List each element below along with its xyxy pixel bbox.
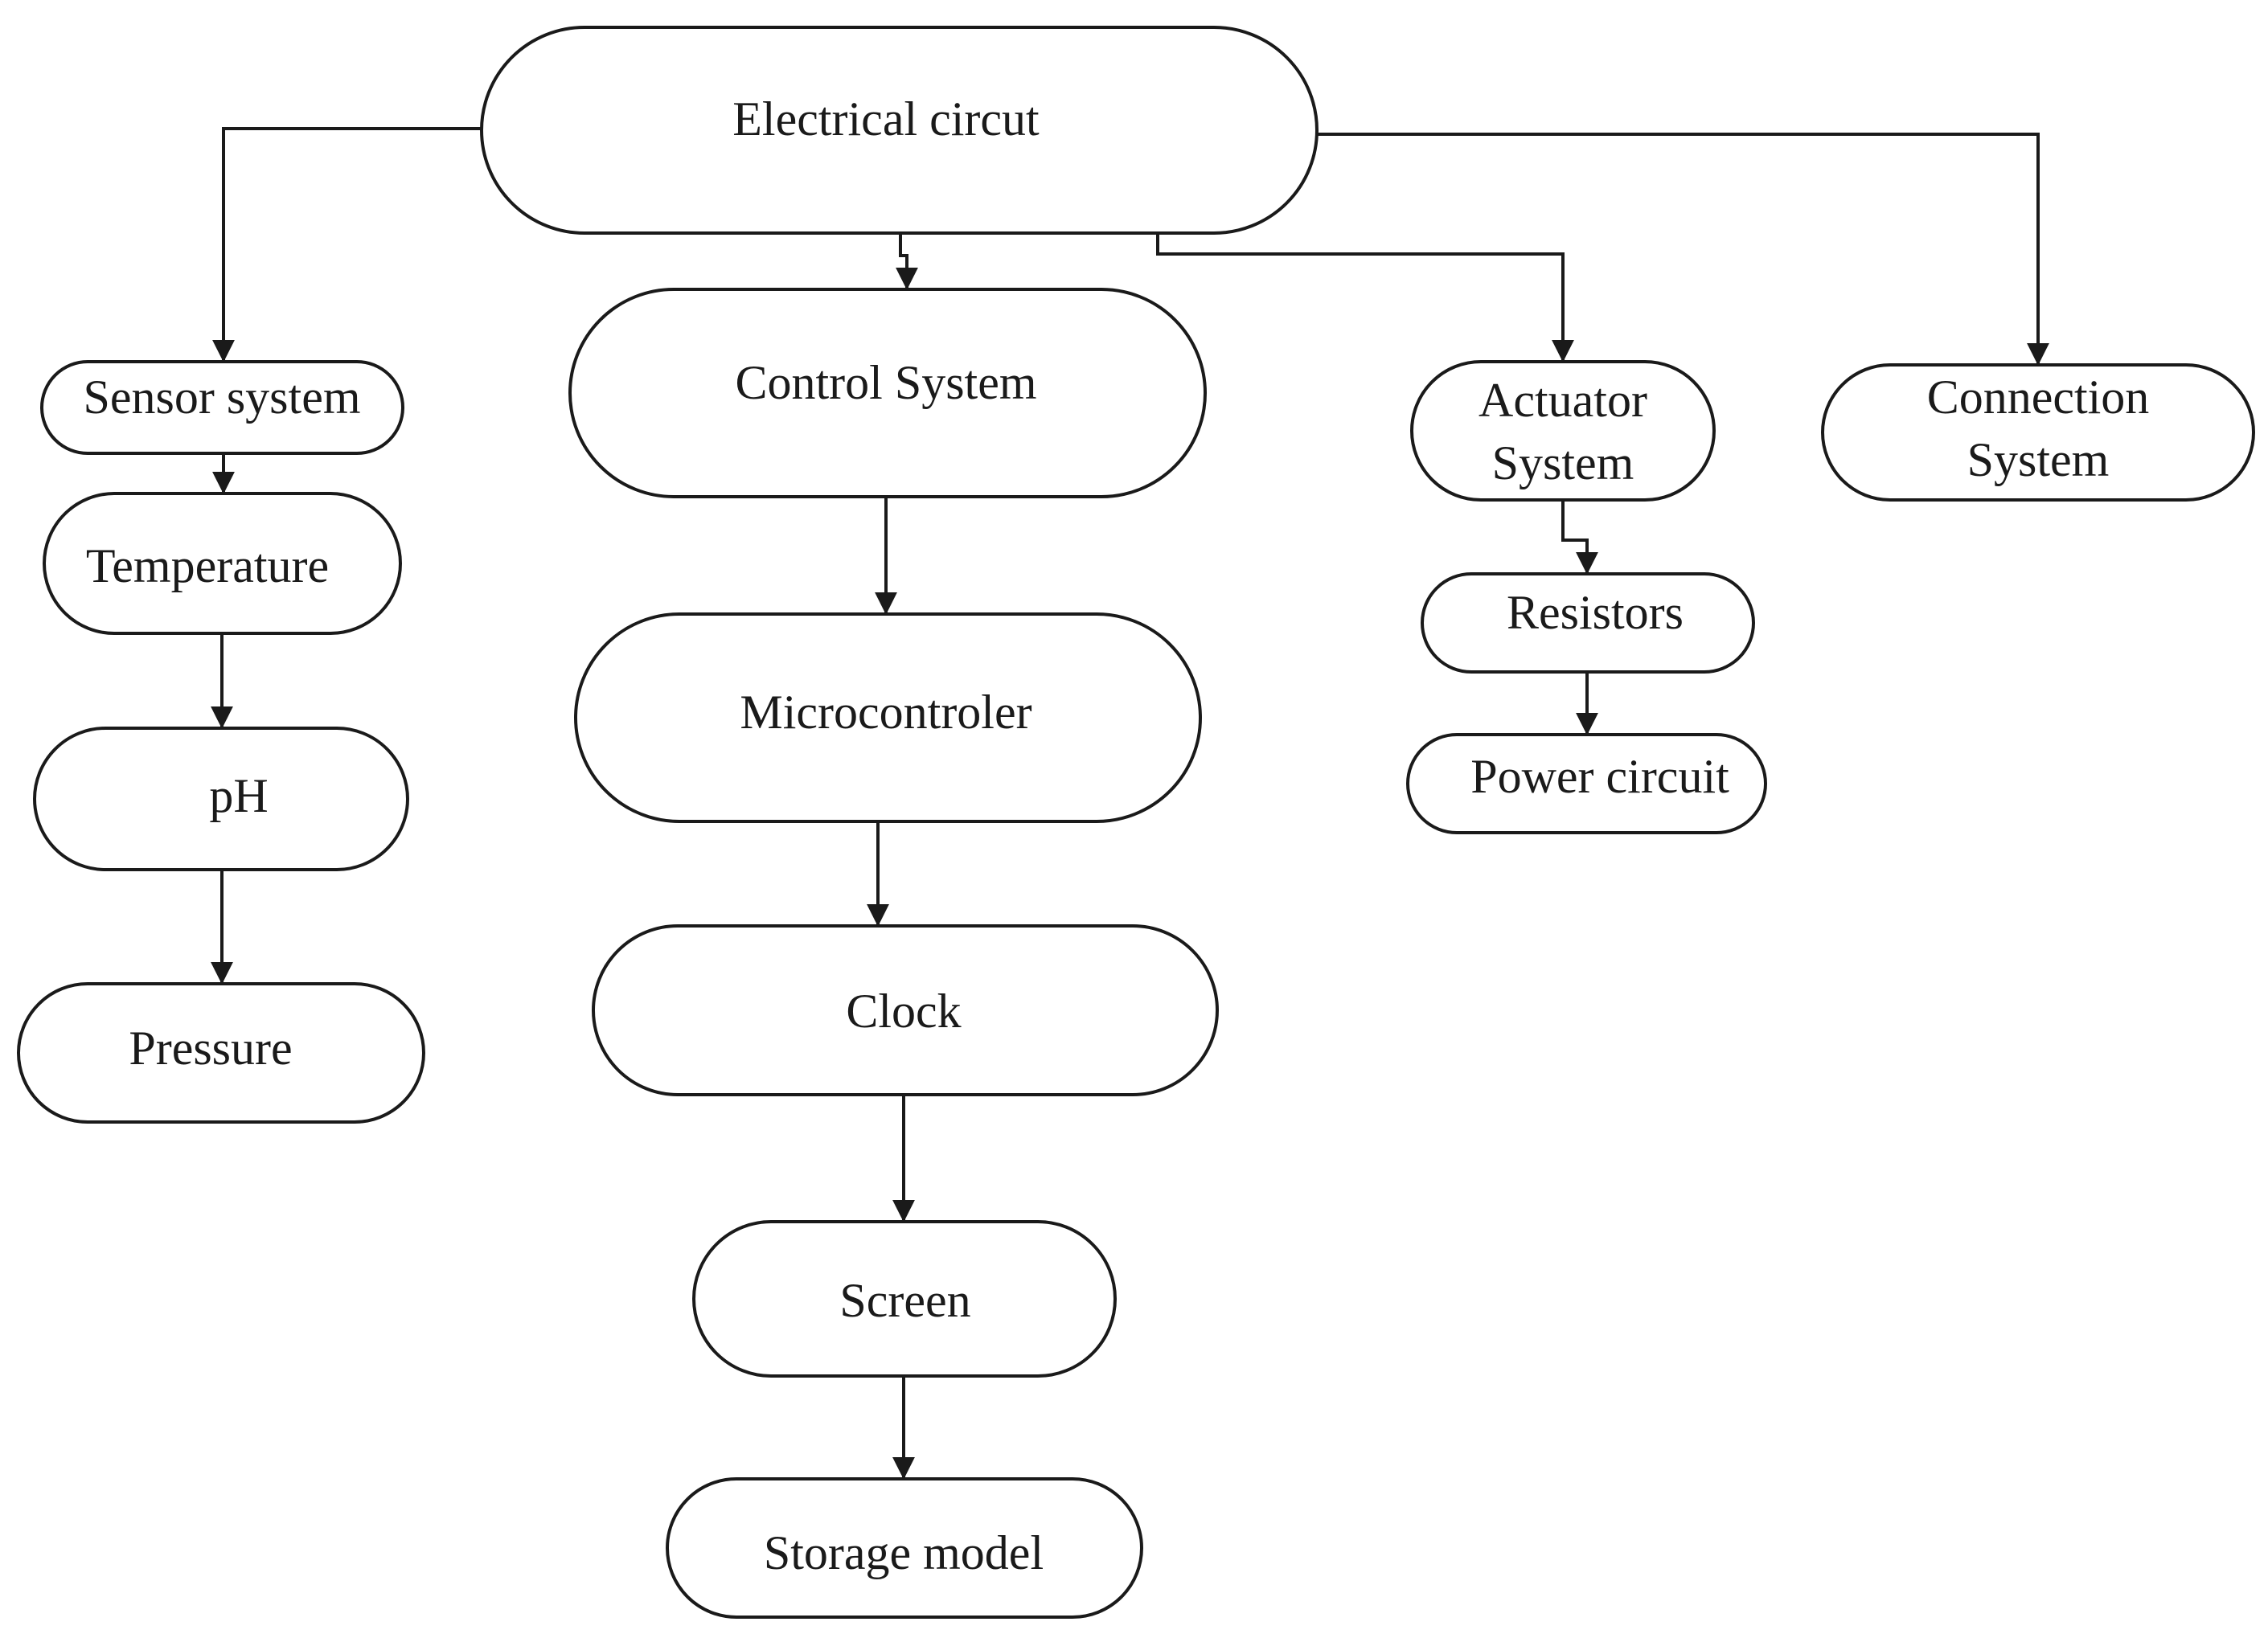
node-storage-model: Storage model (666, 1477, 1143, 1619)
node-microcontroler: Microcontroler (574, 612, 1202, 823)
node-connection-system: Connection System (1821, 363, 2255, 502)
node-label: Microcontroler (740, 686, 1031, 739)
edge-electrical-to-sensor (212, 127, 482, 362)
node-resistors: Resistors (1421, 572, 1755, 674)
node-label: Control System (735, 356, 1036, 409)
node-label-line1: Connection (1927, 371, 2150, 424)
node-clock: Clock (592, 924, 1219, 1096)
node-screen: Screen (692, 1220, 1117, 1378)
node-label-line2: System (1967, 433, 2110, 486)
node-label: Power circuit (1470, 750, 1729, 803)
node-label: Sensor system (84, 371, 361, 424)
node-electrical-circuit: Electrical circut (480, 26, 1319, 235)
node-label: Electrical circut (732, 92, 1040, 145)
node-label: Temperature (86, 539, 329, 592)
node-control-system: Control System (568, 288, 1207, 498)
edge-electrical-to-actuator (1156, 233, 1574, 362)
node-label: Storage model (764, 1526, 1044, 1579)
node-label-line1: Actuator (1479, 374, 1647, 427)
node-power-circuit: Power circuit (1406, 733, 1767, 834)
node-label: Resistors (1507, 586, 1684, 639)
node-label: Clock (846, 985, 961, 1038)
node-pressure: Pressure (17, 982, 425, 1124)
node-sensor-system: Sensor system (40, 360, 404, 455)
node-ph: pH (33, 727, 409, 871)
node-label: Pressure (129, 1022, 292, 1075)
node-label-line2: System (1492, 436, 1634, 489)
node-label: Screen (839, 1274, 970, 1327)
node-actuator-system: Actuator System (1410, 360, 1716, 502)
edge-actuator-to-resistors (1561, 500, 1598, 575)
edge-electrical-to-control (896, 233, 918, 290)
node-label: pH (209, 769, 268, 822)
node-temperature: Temperature (43, 492, 402, 635)
edges (211, 127, 2049, 1480)
edge-electrical-to-connection (1317, 133, 2049, 366)
